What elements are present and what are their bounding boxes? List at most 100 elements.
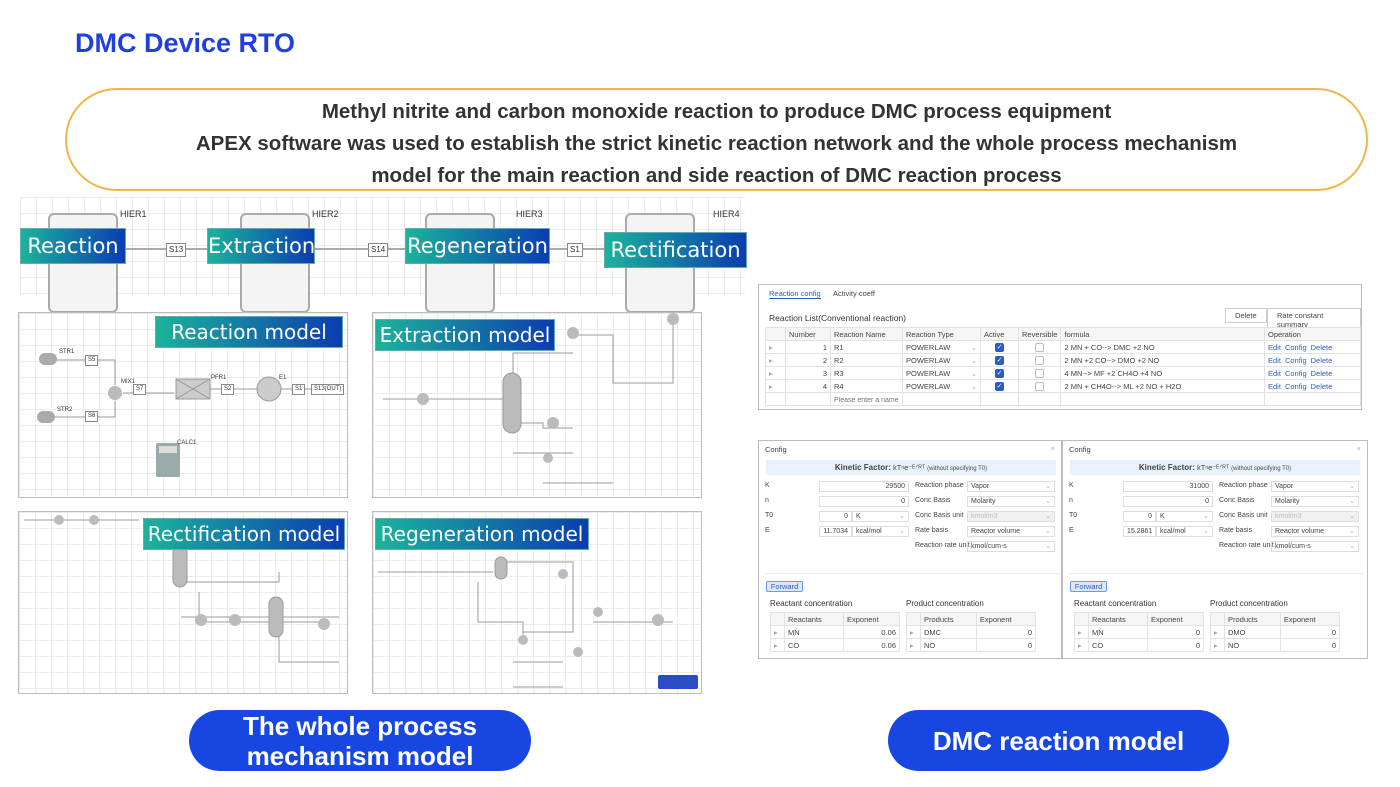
config-window: Config × Kinetic Factor: kTⁿe⁻ᴱᐟᴿᵀ (with… xyxy=(1062,440,1368,659)
stream-label[interactable]: S5 xyxy=(85,355,99,366)
exponent-value[interactable]: 0 xyxy=(1147,638,1204,652)
select-field[interactable]: K⌄ xyxy=(852,511,909,522)
number-input[interactable]: 11.7034 xyxy=(819,526,852,537)
config-link[interactable]: Config xyxy=(1284,342,1307,352)
select-field[interactable]: kmol/m3⌄ xyxy=(967,511,1055,522)
delete-link[interactable]: Delete xyxy=(1310,368,1333,378)
number-input[interactable]: 0 xyxy=(1123,511,1156,522)
close-icon[interactable]: × xyxy=(1356,444,1361,453)
exponent-value[interactable]: 0 xyxy=(1279,625,1341,639)
edit-link[interactable]: Edit xyxy=(1268,368,1281,378)
node-label: PFR1 xyxy=(211,375,227,381)
select-field[interactable]: K⌄ xyxy=(1156,511,1213,522)
delete-link[interactable]: Delete xyxy=(1310,342,1333,352)
select-field[interactable]: Reactor volume⌄ xyxy=(967,526,1055,537)
number-input[interactable]: 31000 xyxy=(1123,481,1213,492)
select-field[interactable]: Molarity⌄ xyxy=(1271,496,1359,507)
stream-label[interactable]: S14 xyxy=(368,243,389,257)
whole-process-button[interactable]: The whole process mechanism model xyxy=(189,710,531,771)
number-input[interactable]: 0 xyxy=(819,511,852,522)
delete-link[interactable]: Delete xyxy=(1310,355,1333,365)
select-field[interactable]: kcal/mol⌄ xyxy=(1156,526,1213,537)
page-title: DMC Device RTO xyxy=(75,28,296,58)
select-field[interactable]: kcal/mol⌄ xyxy=(852,526,909,537)
hier-id: HIER4 xyxy=(713,209,740,219)
stream-label[interactable]: S1 xyxy=(567,243,583,257)
edit-link[interactable]: Edit xyxy=(1268,355,1281,365)
hier-label-rectification: Rectification xyxy=(604,232,747,268)
reaction-list-window: Reaction config Activity coeff Reaction … xyxy=(758,284,1362,410)
edit-link[interactable]: Edit xyxy=(1268,381,1281,391)
config-link[interactable]: Config xyxy=(1284,381,1307,391)
reaction-type[interactable]: POWERLAW⌄ xyxy=(902,340,981,354)
select-field[interactable]: kmol/cum-s⌄ xyxy=(967,541,1055,552)
stream-label[interactable]: S13(OUT) xyxy=(311,384,345,395)
exponent-value[interactable]: 0 xyxy=(975,638,1037,652)
config-link[interactable]: Config xyxy=(1284,368,1307,378)
zoom-control[interactable] xyxy=(658,675,698,689)
config-link[interactable]: Config xyxy=(1284,355,1307,365)
reaction-type[interactable]: POWERLAW⌄ xyxy=(902,366,981,380)
number-input[interactable]: 29500 xyxy=(819,481,909,492)
close-icon[interactable]: × xyxy=(1050,444,1055,453)
select-value: Vapor xyxy=(1275,483,1294,490)
active-checkbox[interactable]: ✓ xyxy=(995,342,1004,352)
stream-label[interactable]: S6 xyxy=(85,411,99,422)
active-checkbox[interactable]: ✓ xyxy=(995,381,1004,391)
col-header: Active xyxy=(980,327,1019,341)
reaction-formula: 2 MN +2 CO--> DMO +2 NO xyxy=(1060,353,1265,367)
exponent-value[interactable]: 0.06 xyxy=(843,638,900,652)
number-input[interactable]: 0 xyxy=(1123,496,1213,507)
forward-button[interactable]: Forward xyxy=(766,581,803,592)
number-input[interactable]: 15.2861 xyxy=(1123,526,1156,537)
select-field[interactable]: kmol/cum-s⌄ xyxy=(1271,541,1359,552)
stream-label[interactable]: S13 xyxy=(166,243,187,257)
select-field[interactable]: Vapor⌄ xyxy=(1271,481,1359,492)
exponent-value[interactable]: 0 xyxy=(1279,638,1341,652)
reversible-checkbox[interactable] xyxy=(1035,368,1045,378)
stream-label[interactable]: S7 xyxy=(133,384,147,395)
active-checkbox[interactable]: ✓ xyxy=(995,355,1004,365)
reaction-type[interactable]: POWERLAW⌄ xyxy=(902,379,981,393)
field-label: n xyxy=(1069,497,1073,504)
tab-reaction-config[interactable]: Reaction config xyxy=(769,289,821,299)
edit-link[interactable]: Edit xyxy=(1268,342,1281,352)
exponent-value[interactable]: 0 xyxy=(1147,625,1204,639)
exponent-value[interactable]: 0 xyxy=(975,625,1037,639)
select-field[interactable]: Vapor⌄ xyxy=(967,481,1055,492)
select-field[interactable]: Reactor volume⌄ xyxy=(1271,526,1359,537)
exponent-value[interactable]: 0.06 xyxy=(843,625,900,639)
reaction-name-input[interactable] xyxy=(834,396,899,404)
select-field[interactable]: kmol/m3⌄ xyxy=(1271,511,1359,522)
stream-label[interactable]: S1 xyxy=(292,384,306,395)
dmc-reaction-button[interactable]: DMC reaction model xyxy=(888,710,1229,771)
reversible-checkbox[interactable] xyxy=(1035,355,1045,365)
reversible-checkbox[interactable] xyxy=(1035,342,1045,352)
species: MN xyxy=(1088,625,1148,639)
forward-button[interactable]: Forward xyxy=(1070,581,1107,592)
number-input[interactable]: 0 xyxy=(819,496,909,507)
panel-tag: Extraction model xyxy=(375,319,555,351)
delete-button[interactable]: Delete xyxy=(1225,308,1267,323)
tab-activity-coeff[interactable]: Activity coeff xyxy=(833,289,875,298)
delete-link[interactable]: Delete xyxy=(1310,381,1333,391)
select-field[interactable]: Molarity⌄ xyxy=(967,496,1055,507)
select-value: kmol/m3 xyxy=(1275,513,1302,520)
reversible-checkbox[interactable] xyxy=(1035,381,1045,391)
active-checkbox[interactable]: ✓ xyxy=(995,368,1004,378)
field-label: Reaction rate unit xyxy=(1219,542,1274,549)
stream-label[interactable]: S2 xyxy=(221,384,235,395)
reaction-type[interactable]: POWERLAW⌄ xyxy=(902,353,981,367)
